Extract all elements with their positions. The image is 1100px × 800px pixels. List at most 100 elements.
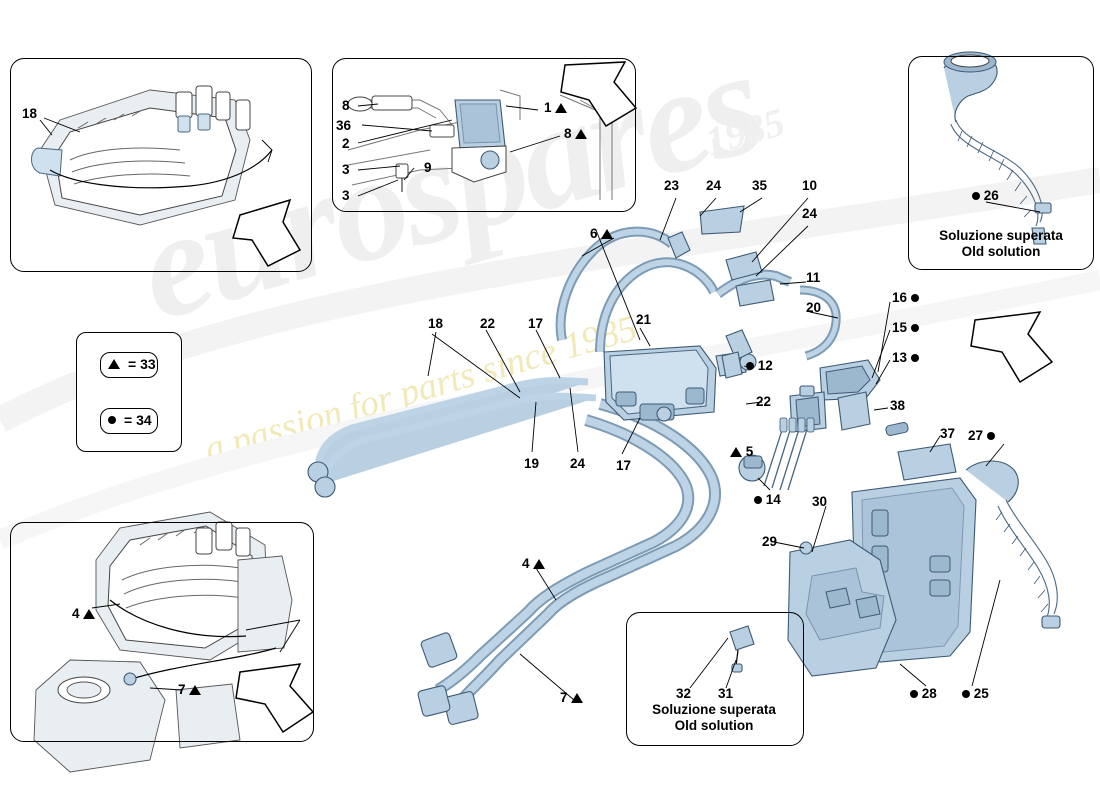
callout-5: 5 — [730, 444, 753, 459]
callout-15-text: 15 — [892, 320, 908, 335]
callout-3a: 3 — [342, 162, 350, 177]
legend-triangle-row: = 33 — [108, 356, 156, 372]
callout-16-text: 16 — [892, 290, 908, 305]
callout-17a: 17 — [528, 316, 544, 331]
callout-3b: 3 — [342, 188, 350, 203]
callout-1: 1 — [544, 100, 568, 115]
callout-5-text: 5 — [745, 444, 754, 459]
assembly-main-hoses — [307, 205, 1061, 725]
caption-top-right: Soluzione superata Old solution — [916, 228, 1086, 260]
callout-29: 29 — [762, 534, 778, 549]
inset-intake-manifold-top — [31, 85, 302, 267]
callout-24c: 24 — [570, 456, 586, 471]
callout-24b: 24 — [802, 206, 818, 221]
callout-31: 31 — [718, 686, 734, 701]
callout-14-text: 14 — [765, 492, 781, 507]
circle-icon — [754, 496, 762, 505]
circle-icon — [972, 192, 980, 201]
callout-8b-text: 8 — [564, 126, 572, 141]
caption-bottom-center-line2: Old solution — [674, 718, 754, 733]
callout-13: 13 — [892, 350, 919, 365]
inset-box-bottom-center — [626, 612, 804, 746]
callout-22a: 22 — [480, 316, 496, 331]
callout-30: 30 — [812, 494, 828, 509]
inset-engine-bay-bottom — [33, 511, 315, 773]
triangle-icon — [575, 129, 588, 140]
callout-19: 19 — [524, 456, 540, 471]
triangle-icon — [555, 103, 568, 114]
circle-icon — [910, 354, 919, 363]
triangle-icon — [533, 559, 546, 570]
callout-36: 36 — [336, 118, 352, 133]
callout-27-text: 27 — [968, 428, 984, 443]
circle-icon — [910, 324, 919, 333]
callout-7a-text: 7 — [178, 682, 186, 697]
callout-35: 35 — [752, 178, 768, 193]
triangle-icon — [730, 447, 742, 458]
callout-17b: 17 — [616, 458, 632, 473]
inset-filler-hose — [943, 51, 1054, 384]
caption-bottom-center-line1: Soluzione superata — [652, 702, 776, 717]
callout-28: 28 — [910, 686, 937, 701]
callout-13-text: 13 — [892, 350, 908, 365]
circle-icon — [746, 362, 754, 371]
callout-7b-text: 7 — [560, 690, 568, 705]
triangle-icon — [189, 685, 202, 696]
callout-23: 23 — [664, 178, 680, 193]
callout-8b: 8 — [564, 126, 588, 141]
triangle-icon — [601, 229, 614, 240]
callout-4b-text: 4 — [72, 606, 80, 621]
callout-2: 2 — [342, 136, 350, 151]
legend-triangle-label: = 33 — [128, 356, 156, 372]
triangle-icon — [108, 359, 120, 369]
caption-top-right-line2: Old solution — [961, 244, 1041, 259]
leader-lines — [43, 103, 1041, 701]
callout-11: 11 — [806, 270, 821, 285]
callout-14: 14 — [754, 492, 781, 507]
callout-25-text: 25 — [973, 686, 989, 701]
callout-21: 21 — [636, 312, 652, 327]
callout-18b: 18 — [428, 316, 444, 331]
circle-icon — [962, 690, 970, 699]
callout-18a: 18 — [22, 106, 38, 121]
callout-1-text: 1 — [544, 100, 552, 115]
callout-26-text: 26 — [983, 188, 999, 203]
legend-circle-row: = 34 — [108, 412, 152, 428]
callout-20: 20 — [806, 300, 822, 315]
triangle-icon — [83, 609, 96, 620]
callout-4a: 4 — [522, 556, 546, 571]
circle-icon — [108, 416, 116, 424]
inset-box-top-right — [908, 56, 1094, 270]
callout-22b: 22 — [756, 394, 772, 409]
callout-26: 26 — [972, 188, 999, 203]
legend-box — [76, 332, 182, 452]
inset-box-top-left — [10, 58, 312, 272]
inset-box-bottom-left — [10, 522, 314, 742]
callout-8a: 8 — [342, 98, 350, 113]
legend-circle-label: = 34 — [124, 412, 152, 428]
callout-12: 12 — [746, 358, 773, 373]
caption-bottom-center: Soluzione superata Old solution — [630, 702, 798, 734]
callout-16: 16 — [892, 290, 919, 305]
callout-4a-text: 4 — [522, 556, 530, 571]
inset-valve-assembly — [347, 61, 638, 200]
circle-icon — [910, 294, 919, 303]
callout-15: 15 — [892, 320, 919, 335]
callout-9: 9 — [424, 160, 432, 175]
caption-top-right-line1: Soluzione superata — [939, 228, 1063, 243]
callout-10: 10 — [802, 178, 818, 193]
circle-icon — [910, 690, 918, 699]
callout-7b: 7 — [560, 690, 584, 705]
callout-24a: 24 — [706, 178, 722, 193]
callout-32: 32 — [676, 686, 692, 701]
callout-37: 37 — [940, 426, 956, 441]
callout-6-text: 6 — [590, 226, 598, 241]
callout-38: 38 — [890, 398, 906, 413]
callout-12-text: 12 — [757, 358, 773, 373]
circle-icon — [986, 432, 995, 441]
callout-6: 6 — [590, 226, 614, 241]
inset-box-top-middle — [332, 58, 636, 212]
callout-27: 27 — [968, 428, 995, 443]
callout-4b: 4 — [72, 606, 96, 621]
